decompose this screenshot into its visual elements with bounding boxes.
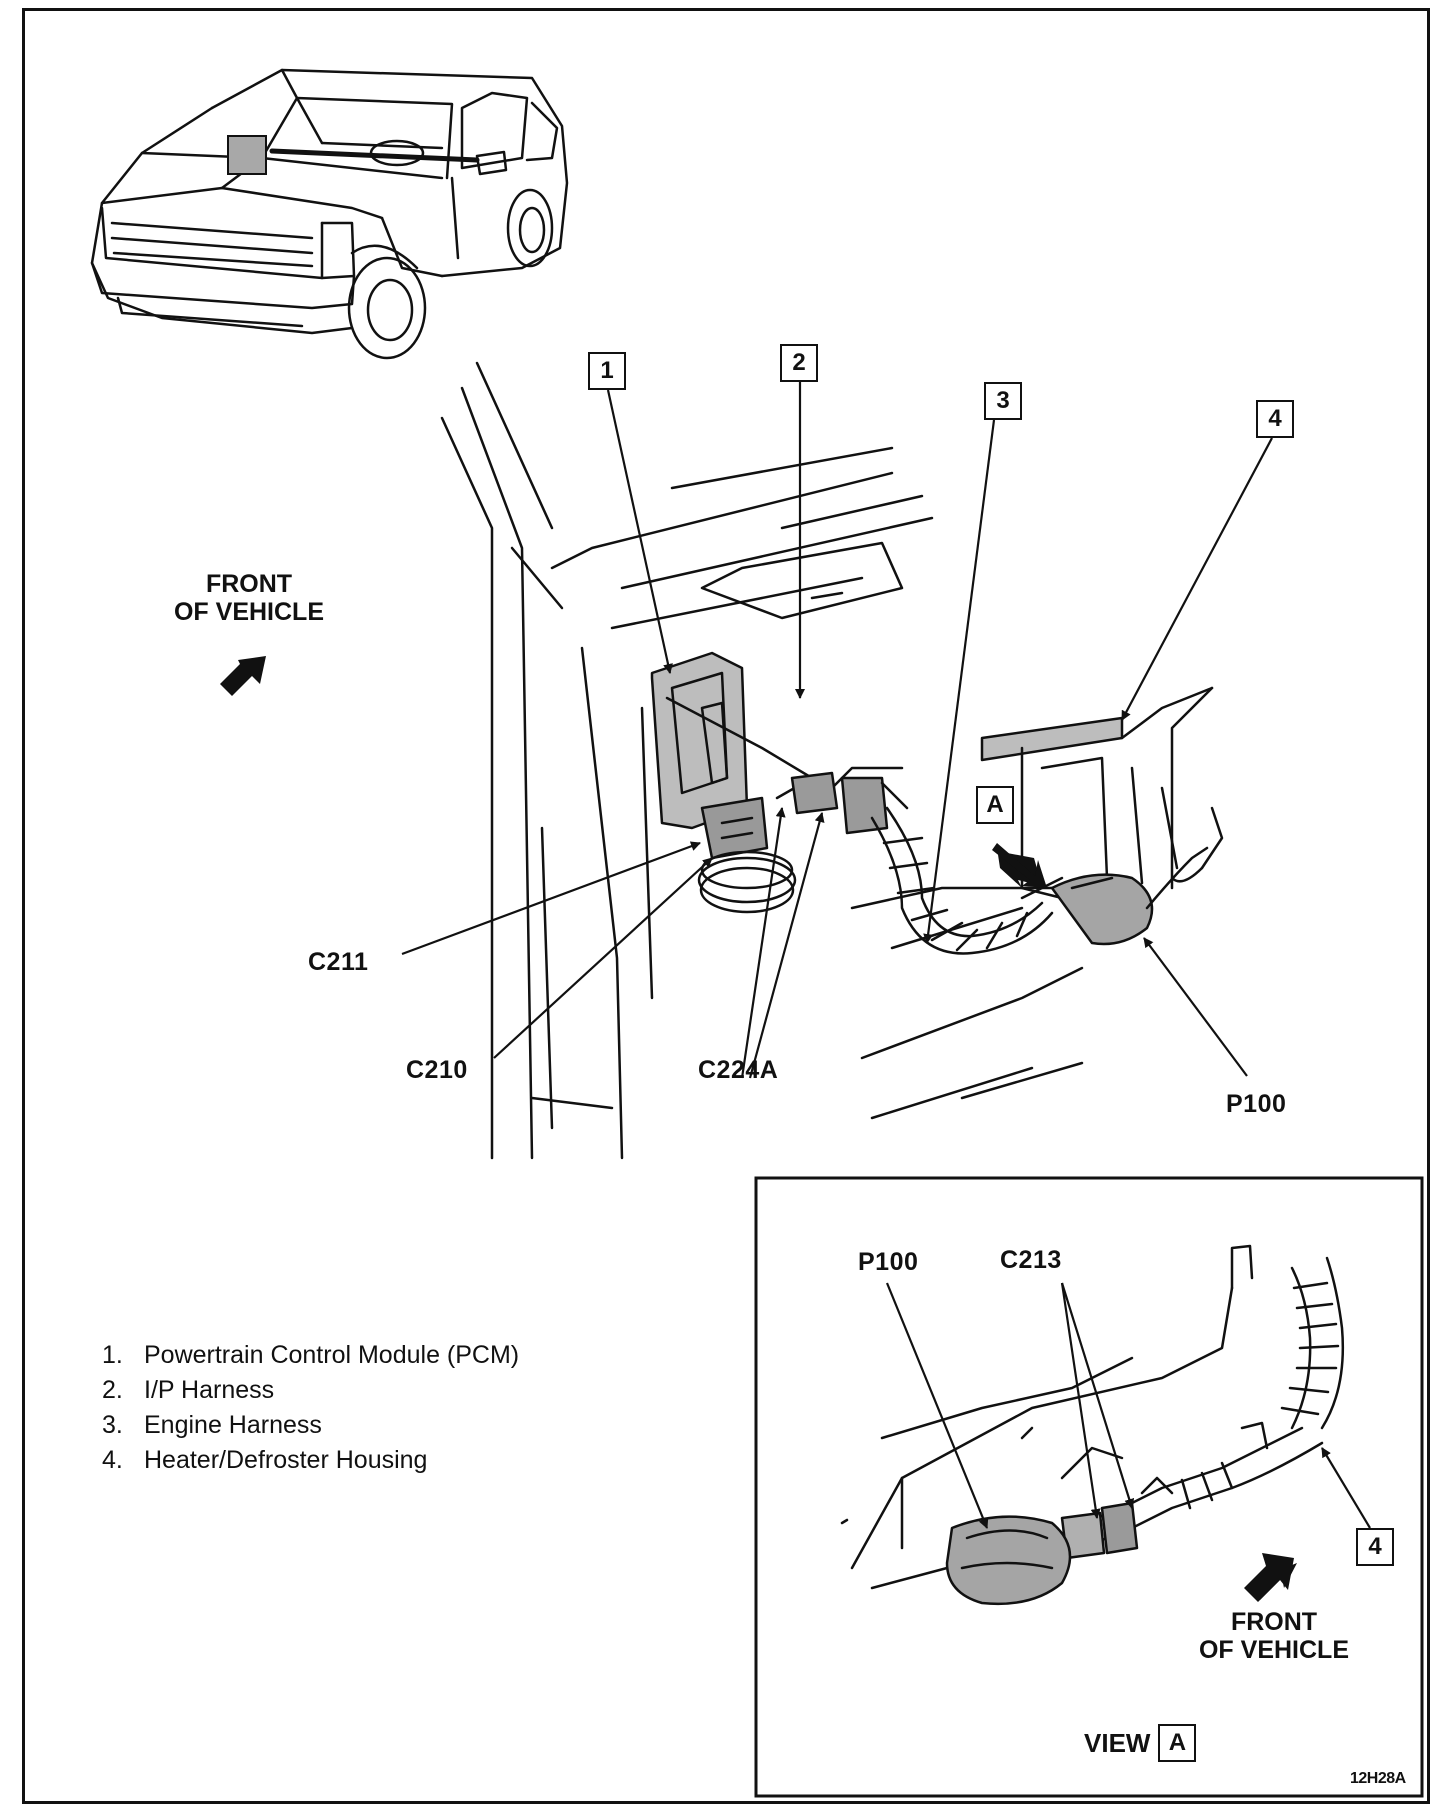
front-inset-line2: OF VEHICLE	[1198, 1636, 1349, 1664]
inset-border	[754, 1176, 1424, 1798]
label-c210: C210	[406, 1056, 468, 1084]
front-arrow-main	[220, 656, 266, 696]
label-c211: C211	[308, 948, 369, 976]
view-label-box: A	[1158, 1724, 1197, 1762]
view-a-label: VIEW A	[1084, 1724, 1197, 1762]
front-of-vehicle-inset: FRONT OF VEHICLE	[1174, 1608, 1374, 1664]
main-illustration	[440, 361, 1224, 1160]
legend-item: 1.Powertrain Control Module (PCM)	[102, 1341, 520, 1369]
callout-4: 4	[1256, 400, 1294, 438]
diagram-artwork	[22, 8, 1430, 1804]
label-c224a: C224A	[698, 1056, 779, 1084]
legend-item: 4.Heater/Defroster Housing	[102, 1446, 428, 1474]
front-inset-line1: FRONT	[1230, 1608, 1318, 1636]
callout-1: 1	[588, 352, 626, 390]
inset-label-p100: P100	[858, 1248, 919, 1276]
legend-item: 3.Engine Harness	[102, 1411, 322, 1439]
inset-leader-lines	[885, 1282, 1371, 1529]
outer-border	[22, 8, 1430, 1804]
figure-code: 12H28A	[1350, 1770, 1406, 1787]
diagram-frame: 1 2 3 4 A 4 C211 C210 C224A P100 P100 C2…	[22, 8, 1430, 1804]
inset-label-c213: C213	[1000, 1246, 1062, 1274]
front-main-line1: FRONT	[205, 570, 293, 598]
legend: 1.Powertrain Control Module (PCM) 2.I/P …	[102, 1338, 519, 1478]
legend-item: 2.I/P Harness	[102, 1376, 275, 1404]
view-label-text: VIEW	[1084, 1727, 1151, 1758]
leader-lines	[401, 370, 1273, 1079]
callout-2: 2	[780, 344, 818, 382]
inset-callout-4: 4	[1356, 1528, 1394, 1566]
vehicle-illustration	[90, 68, 569, 360]
callout-view-a: A	[976, 786, 1014, 824]
callout-3: 3	[984, 382, 1022, 420]
front-of-vehicle-main: FRONT OF VEHICLE	[154, 570, 344, 626]
pcm-location-marker	[227, 135, 267, 175]
label-p100: P100	[1226, 1090, 1287, 1118]
front-main-line2: OF VEHICLE	[173, 598, 324, 626]
